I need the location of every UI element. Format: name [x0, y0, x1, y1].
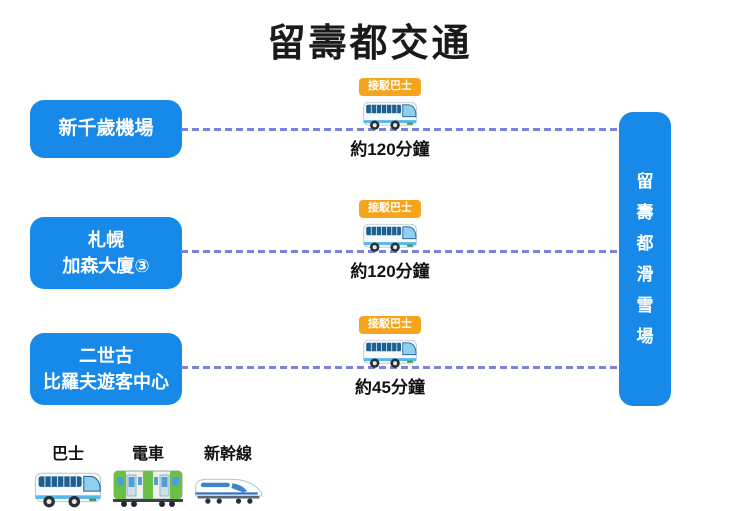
origin-label: 新千歲機場: [58, 118, 154, 140]
route-duration: 約120分鐘: [350, 262, 430, 282]
origin-box-niseko-hirafu: 二世古 比羅夫遊客中心: [30, 333, 182, 405]
destination-char: 場: [636, 327, 654, 346]
page-title: 留壽都交通: [267, 23, 473, 65]
shuttle-bus-icon: [362, 336, 418, 370]
legend-item-train: 電車: [106, 440, 190, 508]
origin-label-line1: 札幌: [88, 229, 124, 250]
origin-label-line2: 比羅夫遊客中心: [43, 372, 169, 392]
destination-box-rusutsu-ski-resort: 留 壽 都 滑 雪 場: [619, 112, 671, 406]
destination-char: 滑: [636, 265, 654, 284]
train-icon: [111, 468, 185, 508]
route-segment-3: 接駁巴士 約45分鐘: [315, 316, 465, 398]
destination-char: 都: [636, 234, 654, 253]
origin-box-new-chitose-airport: 新千歲機場: [30, 100, 182, 158]
shuttle-bus-badge: 接駁巴士: [359, 200, 421, 219]
route-dashed-line-3: [181, 366, 621, 369]
legend-item-bus: 巴士: [26, 440, 110, 510]
shuttle-bus-badge: 接駁巴士: [359, 316, 421, 335]
route-dashed-line-1: [181, 128, 621, 131]
shuttle-bus-badge: 接駁巴士: [359, 78, 421, 97]
origin-label-line1: 二世古: [79, 345, 133, 366]
shinkansen-icon: [193, 468, 263, 508]
bus-icon: [34, 468, 102, 510]
destination-char: 壽: [636, 203, 654, 222]
destination-char: 留: [636, 172, 654, 191]
legend-label: 新幹線: [203, 446, 252, 463]
destination-char: 雪: [636, 296, 654, 315]
route-dashed-line-2: [181, 250, 621, 253]
legend-label: 巴士: [51, 446, 84, 463]
route-duration: 約45分鐘: [355, 378, 425, 398]
legend-label: 電車: [131, 446, 164, 463]
legend-item-shinkansen: 新幹線: [186, 440, 270, 508]
origin-label-line2: 加森大廈③: [62, 256, 150, 276]
shuttle-bus-icon: [362, 220, 418, 254]
shuttle-bus-icon: [362, 98, 418, 132]
route-segment-1: 接駁巴士 約120分鐘: [315, 78, 465, 160]
route-segment-2: 接駁巴士 約120分鐘: [315, 200, 465, 282]
origin-box-sapporo-kamori: 札幌 加森大廈③: [30, 217, 182, 289]
route-duration: 約120分鐘: [350, 140, 430, 160]
